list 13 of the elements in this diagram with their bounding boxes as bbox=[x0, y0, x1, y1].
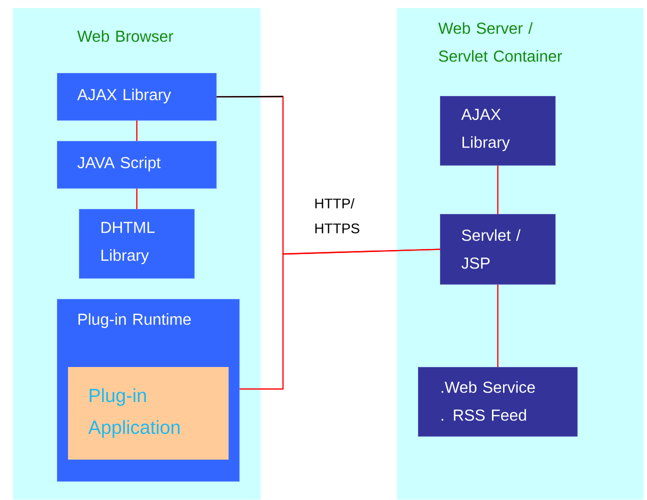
component-box: AJAX Library bbox=[57, 73, 217, 121]
connector-line bbox=[497, 166, 498, 214]
component-box: DHTML Library bbox=[79, 209, 195, 279]
connector-line bbox=[136, 120, 138, 141]
component-box: JAVA Script bbox=[57, 141, 217, 189]
component-box: AJAX Library bbox=[440, 96, 556, 166]
connector-line bbox=[136, 188, 138, 209]
connector-line bbox=[240, 248, 440, 390]
edge-label: HTTP/ HTTPS bbox=[313, 197, 368, 234]
application-box: Plug-in Application bbox=[68, 367, 229, 460]
component-box: .Web Service . RSS Feed bbox=[418, 367, 578, 437]
component-box: Servlet / JSP bbox=[440, 214, 556, 285]
connector-line bbox=[497, 284, 498, 367]
